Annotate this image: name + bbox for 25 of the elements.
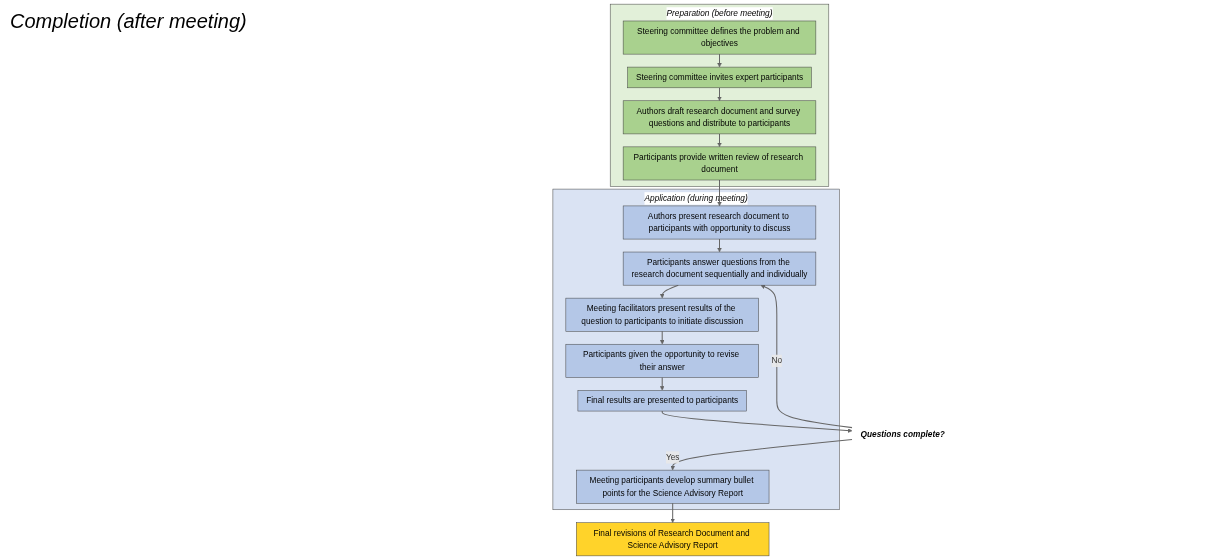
node-box: Final results are presented to participants [577,390,747,412]
edge-label: Yes [665,452,680,462]
node-box: Final revisions of Research Document and Science Advisory Report [576,522,770,557]
node-box: Authors draft research document and survey questions and distribute to participants [622,100,817,135]
arrow [659,330,665,345]
node-box: Participants answer questions from the research document sequentially and individually [622,251,817,286]
arrow [760,284,853,429]
section-heading: Completion (after meeting) [10,10,248,33]
arrow [670,438,853,471]
node-box: Participants given the opportunity to revise their answer [565,344,759,378]
arrow [717,238,722,253]
node-box: Authors present research document to participants with opportunity to discuss [622,205,817,240]
node-box: Steering committee defines the problem and objectives [622,20,817,55]
node-box: Meeting participants develop summary bullet points for the Science Advisory Report [576,469,770,504]
edge-label: No [771,356,783,365]
node-box: Meeting facilitators present results of the question to participants to initiate discussion [565,297,759,332]
arrow [670,502,675,523]
arrow [659,376,665,391]
arrow [661,410,853,433]
node-text: Questions complete? [860,429,945,439]
arrow [717,53,722,68]
node-box: Steering committee invites expert participants [627,66,812,89]
arrow [717,87,722,101]
node-box: Participants provide written review of research document [622,146,817,181]
arrow [717,133,722,148]
